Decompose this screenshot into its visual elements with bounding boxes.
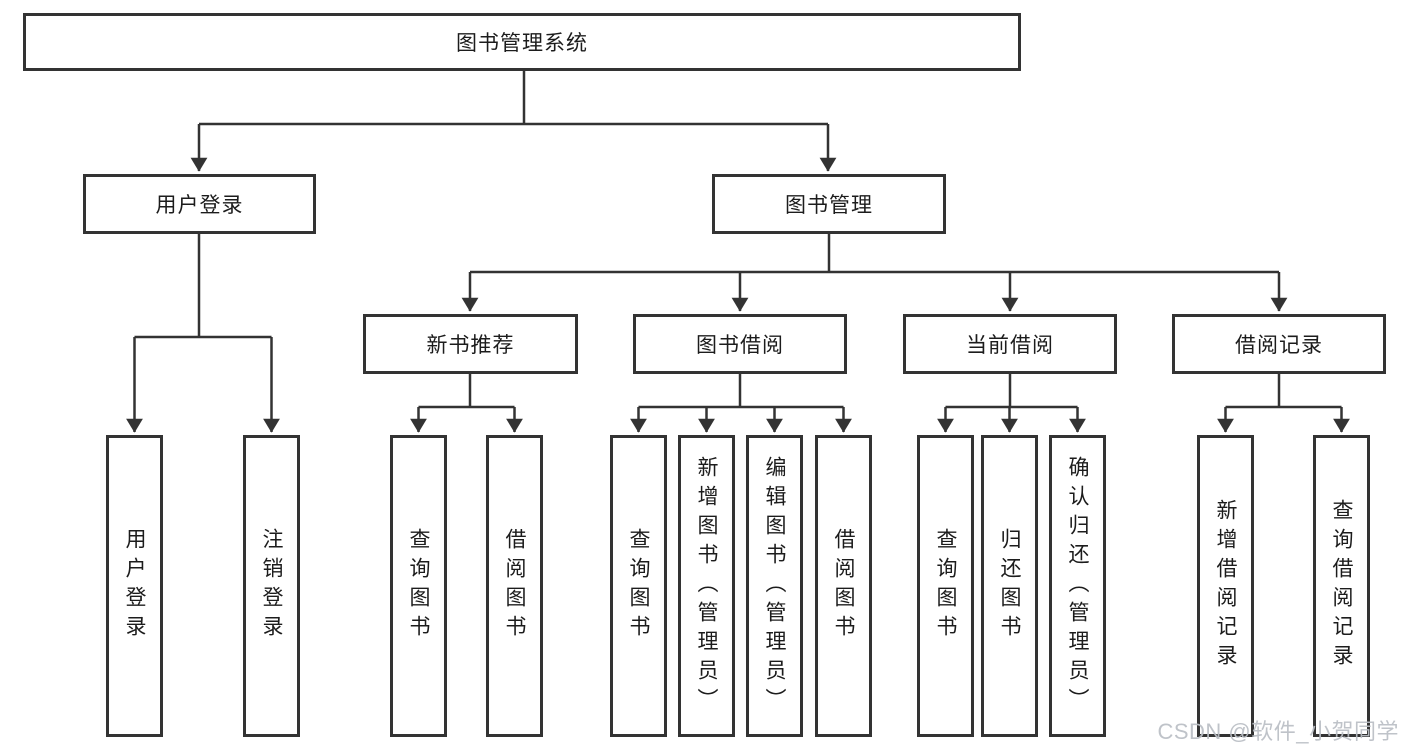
node-label: 编辑图书（管理员） (763, 455, 786, 717)
leaf-add-borrow-record: 新增借阅记录 (1197, 435, 1254, 737)
node-label: 图书管理 (785, 194, 873, 217)
node-book-management: 图书管理 (712, 174, 946, 234)
node-label: 查询图书 (407, 528, 430, 644)
node-label: 新增图书（管理员） (695, 455, 718, 717)
leaf-query-books-recommend: 查询图书 (390, 435, 447, 737)
node-label: 图书管理系统 (456, 32, 588, 55)
node-borrowing-records: 借阅记录 (1172, 314, 1386, 374)
leaf-logout: 注销登录 (243, 435, 300, 737)
leaf-add-books-admin: 新增图书（管理员） (678, 435, 735, 737)
node-label: 注销登录 (260, 528, 283, 644)
node-label: 新书推荐 (426, 334, 515, 357)
node-label: 当前借阅 (966, 334, 1054, 357)
leaf-query-books-borrowing: 查询图书 (610, 435, 667, 737)
node-label: 用户登录 (123, 528, 146, 644)
leaf-query-books-current: 查询图书 (917, 435, 974, 737)
leaf-return-books: 归还图书 (981, 435, 1038, 737)
leaf-borrow-books-recommend: 借阅图书 (486, 435, 543, 737)
leaf-query-borrow-record: 查询借阅记录 (1313, 435, 1370, 737)
node-label: 用户登录 (155, 194, 244, 217)
node-label: 借阅记录 (1235, 334, 1323, 357)
node-label: 查询借阅记录 (1330, 499, 1353, 673)
node-new-book-recommend: 新书推荐 (363, 314, 578, 374)
leaf-user-login: 用户登录 (106, 435, 163, 737)
node-label: 借阅图书 (832, 528, 855, 644)
leaf-confirm-return-admin: 确认归还（管理员） (1049, 435, 1106, 737)
node-label: 新增借阅记录 (1214, 499, 1237, 673)
node-label: 确认归还（管理员） (1066, 455, 1089, 717)
node-label: 查询图书 (627, 528, 650, 644)
node-label: 归还图书 (998, 528, 1021, 644)
leaf-borrow-books: 借阅图书 (815, 435, 872, 737)
node-library-management-system: 图书管理系统 (23, 13, 1021, 71)
node-current-borrowing: 当前借阅 (903, 314, 1117, 374)
csdn-watermark: CSDN @软件_小贺同学 (1157, 719, 1399, 744)
leaf-edit-books-admin: 编辑图书（管理员） (746, 435, 803, 737)
node-book-borrowing: 图书借阅 (633, 314, 847, 374)
node-label: 图书借阅 (696, 334, 784, 357)
node-label: 查询图书 (934, 528, 957, 644)
node-label: 借阅图书 (503, 528, 526, 644)
node-user-login-group: 用户登录 (83, 174, 316, 234)
